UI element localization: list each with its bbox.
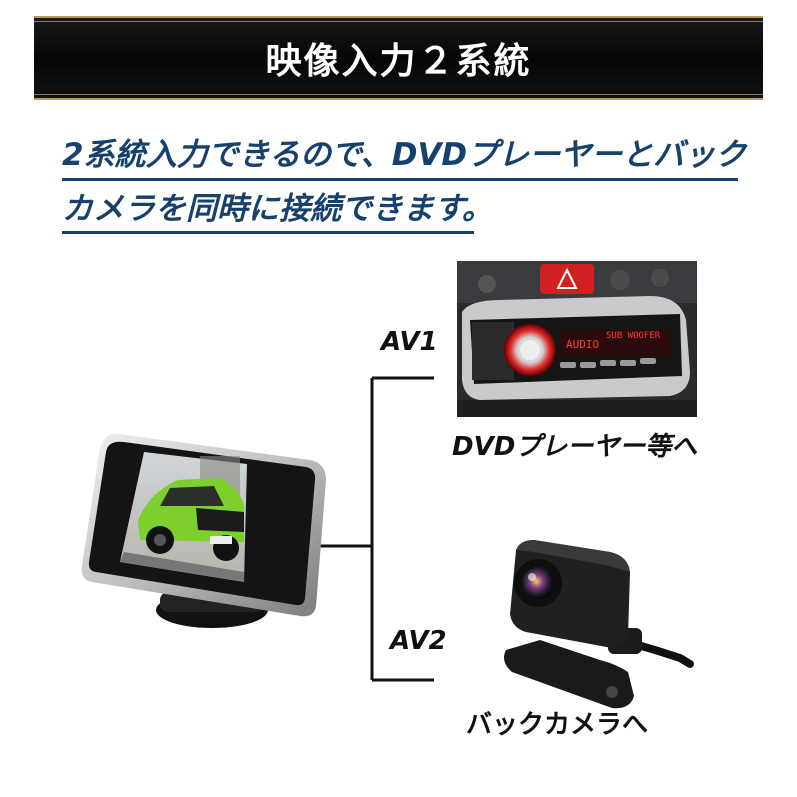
radio-display-line2: SUB WOOFER [606, 331, 661, 341]
monitor-image [81, 433, 326, 628]
av2-label: AV2 [390, 626, 447, 656]
radio-display-line1: AUDIO [566, 338, 599, 351]
title-banner: 映像入力２系統 [34, 16, 763, 100]
lead-line-2: カメラを同時に接続できます。 [62, 191, 493, 227]
connection-lines [318, 376, 434, 682]
back-camera-image [504, 540, 694, 709]
banner-title: 映像入力２系統 [265, 41, 532, 82]
lead-line-1: 2系統入力できるので、DVDプレーヤーとバック [62, 137, 747, 173]
car-radio-image [457, 261, 697, 417]
back-camera-caption: バックカメラへ [466, 710, 649, 740]
dvd-player-caption: DVDプレーヤー等へ [452, 432, 698, 462]
lead-text: 2系統入力できるので、DVDプレーヤーとバック カメラを同時に接続できます。 [62, 128, 762, 236]
av1-label: AV1 [381, 327, 438, 357]
monitor-screen [120, 452, 247, 582]
lead-underline-1 [62, 178, 738, 181]
lead-underline-2 [62, 231, 474, 234]
